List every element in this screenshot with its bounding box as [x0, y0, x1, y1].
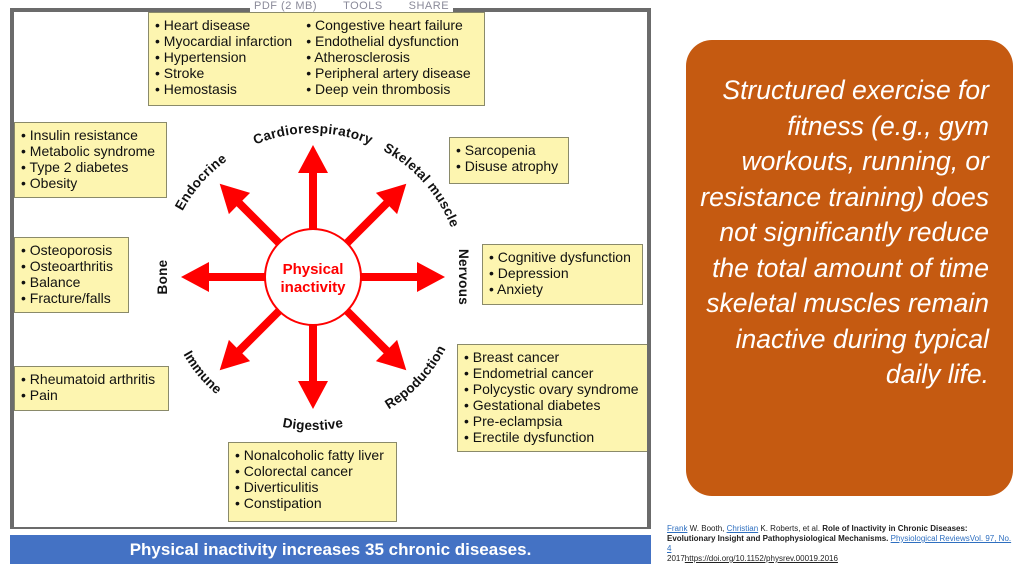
- arrow-immune: [219, 306, 284, 371]
- digestive-diseases-box: Nonalcoholic fatty liverColorectal cance…: [228, 442, 397, 522]
- year: 2017: [667, 554, 685, 563]
- arrow-reproduction: [342, 306, 407, 371]
- svg-text:Digestive: Digestive: [282, 415, 345, 433]
- disease-item: Type 2 diabetes: [21, 159, 160, 175]
- disease-item: Polycystic ovary syndrome: [464, 381, 641, 397]
- disease-item: Osteoarthritis: [21, 258, 122, 274]
- disease-item: Peripheral artery disease: [306, 65, 471, 81]
- diagram-figure: Physical inactivity Endocrine Cardioresp…: [10, 8, 651, 529]
- disease-item: Balance: [21, 274, 122, 290]
- svg-text:Immune: Immune: [181, 348, 225, 397]
- disease-item: Metabolic syndrome: [21, 143, 160, 159]
- disease-item: Pre-eclampsia: [464, 413, 641, 429]
- disease-item: Atherosclerosis: [306, 49, 470, 65]
- digestive-list: Nonalcoholic fatty liverColorectal cance…: [235, 447, 390, 511]
- skeletal-list: SarcopeniaDisuse atrophy: [456, 142, 562, 174]
- disease-item: Endometrial cancer: [464, 365, 641, 381]
- label-cardiorespiratory: Cardiorespiratory: [251, 121, 375, 148]
- label-endocrine: Endocrine: [172, 150, 229, 212]
- endocrine-list: Insulin resistanceMetabolic syndromeType…: [21, 127, 160, 191]
- skeletal-diseases-box: SarcopeniaDisuse atrophy: [449, 137, 569, 184]
- label-bone: Bone: [155, 259, 170, 294]
- label-digestive: Digestive: [282, 415, 345, 433]
- disease-item: Insulin resistance: [21, 127, 160, 143]
- label-immune: Immune: [181, 348, 225, 397]
- arrow-cardiorespiratory: [298, 145, 328, 232]
- disease-item: Colorectal cancer: [235, 463, 390, 479]
- disease-item: Endothelial dysfunction: [306, 33, 470, 49]
- share-link[interactable]: SHARE: [408, 0, 450, 12]
- disease-item: Erectile dysfunction: [464, 429, 641, 445]
- summary-banner: Physical inactivity increases 35 chronic…: [10, 535, 651, 564]
- reproduction-diseases-box: Breast cancerEndometrial cancerPolycysti…: [457, 344, 647, 452]
- center-label-line2: inactivity: [280, 279, 346, 296]
- svg-text:Cardiorespiratory: Cardiorespiratory: [251, 121, 375, 148]
- disease-item: Gestational diabetes: [464, 397, 641, 413]
- center-circle: [264, 228, 362, 326]
- journal-link[interactable]: Physiological Reviews: [890, 534, 970, 543]
- pdf-link[interactable]: PDF (2 MB): [254, 0, 318, 12]
- arrow-digestive: [298, 322, 328, 409]
- immune-diseases-box: Rheumatoid arthritisPain: [14, 366, 169, 411]
- svg-text:Endocrine: Endocrine: [172, 150, 229, 212]
- nervous-diseases-box: Cognitive dysfunctionDepressionAnxiety: [482, 244, 643, 305]
- disease-item: Rheumatoid arthritis: [21, 371, 162, 387]
- nervous-list: Cognitive dysfunctionDepressionAnxiety: [489, 249, 636, 297]
- disease-item: Obesity: [21, 175, 160, 191]
- center-label-line1: Physical: [283, 261, 344, 278]
- disease-item: Constipation: [235, 495, 390, 511]
- label-nervous: Nervous: [456, 249, 471, 305]
- volume-link[interactable]: Vol. 97, No. 4: [667, 534, 1012, 553]
- disease-item: Cognitive dysfunction: [489, 249, 636, 265]
- disease-item: Breast cancer: [464, 349, 641, 365]
- article-title: Role of Inactivity in Chronic Diseases: …: [667, 524, 968, 543]
- disease-item: Hypertension: [155, 49, 292, 65]
- bone-diseases-box: OsteoporosisOsteoarthritisBalanceFractur…: [14, 237, 129, 313]
- disease-item: Osteoporosis: [21, 242, 122, 258]
- disease-item: Fracture/falls: [21, 290, 122, 306]
- arrow-bone: [181, 262, 268, 292]
- arrow-diagram: Physical inactivity Endocrine Cardioresp…: [155, 121, 471, 433]
- arrow-skeletal-muscle: [342, 183, 407, 248]
- tools-link[interactable]: TOOLS: [343, 0, 383, 12]
- immune-list: Rheumatoid arthritisPain: [21, 371, 162, 403]
- cardio-list-left: Heart diseaseMyocardial infarctionHypert…: [155, 17, 292, 97]
- arrow-nervous: [358, 262, 445, 292]
- author-text: W. Booth,: [687, 524, 727, 533]
- endocrine-diseases-box: Insulin resistanceMetabolic syndromeType…: [14, 122, 167, 198]
- arrows: [181, 145, 445, 409]
- disease-item: Hemostasis: [155, 81, 292, 97]
- cardio-diseases-box: Heart diseaseMyocardial infarctionHypert…: [148, 12, 485, 106]
- disease-item: Depression: [489, 265, 636, 281]
- callout-box: Structured exercise for fitness (e.g., g…: [686, 40, 1013, 496]
- disease-item: Deep vein thrombosis: [306, 81, 470, 97]
- disease-item: Myocardial infarction: [155, 33, 292, 49]
- disease-item: Nonalcoholic fatty liver: [235, 447, 390, 463]
- arrow-endocrine: [219, 183, 284, 248]
- disease-item: Heart disease: [155, 17, 292, 33]
- doi-link[interactable]: https://doi.org/10.1152/physrev.00019.20…: [684, 554, 838, 563]
- article-toolbar: PDF (2 MB) TOOLS SHARE: [250, 0, 454, 12]
- disease-item: Stroke: [155, 65, 292, 81]
- disease-item: Anxiety: [489, 281, 636, 297]
- disease-item: Congestive heart failure: [306, 17, 470, 33]
- author-text: K. Roberts, et al.: [758, 524, 823, 533]
- disease-item: Sarcopenia: [456, 142, 562, 158]
- disease-item: Diverticulitis: [235, 479, 390, 495]
- cardio-list-right: Congestive heart failureEndothelial dysf…: [306, 17, 470, 97]
- author-link-booth[interactable]: Frank: [667, 524, 688, 533]
- disease-item: Pain: [21, 387, 162, 403]
- reproduction-list: Breast cancerEndometrial cancerPolycysti…: [464, 349, 641, 445]
- citation: Frank W. Booth, Christian K. Roberts, et…: [667, 524, 1017, 564]
- author-link-roberts[interactable]: Christian: [726, 524, 759, 533]
- bone-list: OsteoporosisOsteoarthritisBalanceFractur…: [21, 242, 122, 306]
- disease-item: Disuse atrophy: [456, 158, 562, 174]
